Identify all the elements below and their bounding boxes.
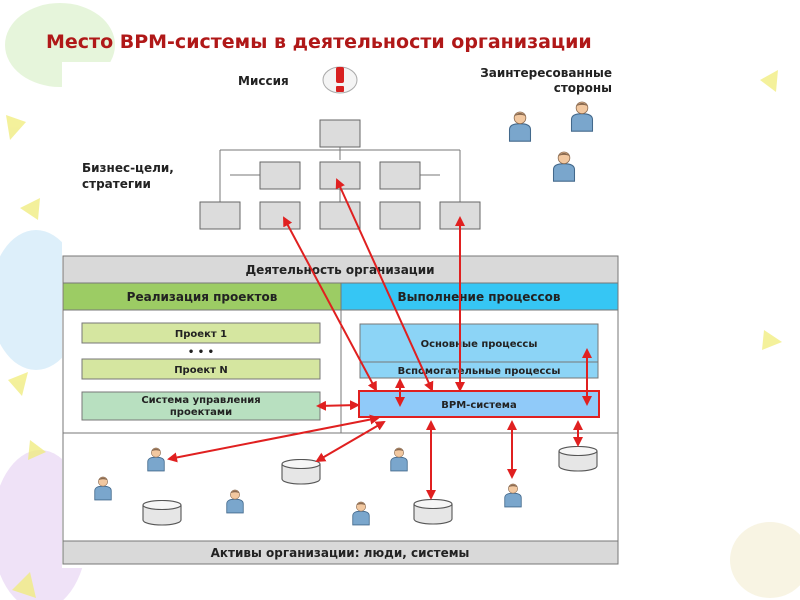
processes-header-label: Выполнение процессов <box>398 290 561 304</box>
project-ellipsis: • • • <box>188 347 214 358</box>
arrow-bpm-asset <box>315 420 386 463</box>
stakeholders-label-line1: Заинтересованные <box>480 66 612 80</box>
pm-system-label-line1: Система управления <box>141 395 260 406</box>
goal-tree-box <box>379 161 421 190</box>
assets-footer <box>62 540 619 565</box>
mission-label: Миссия <box>238 74 289 88</box>
arrow-goal-to-bpm <box>283 216 377 392</box>
exclamation-icon <box>322 66 358 94</box>
activity-header-label: Деятельность организации <box>245 263 434 277</box>
asset-database-icon <box>281 459 321 485</box>
goal-tree-box <box>379 201 421 230</box>
goal-tree-box <box>259 161 301 190</box>
bpm-system-label: ВРМ-система <box>441 400 516 411</box>
red-arrows <box>167 178 592 500</box>
pm-system-label-line2: проектами <box>170 407 232 418</box>
goal-tree-root-box <box>319 119 361 148</box>
goal-tree-box <box>259 201 301 230</box>
stakeholders-label-line2: стороны <box>554 81 612 95</box>
project-n-label: Проект N <box>174 365 228 376</box>
projects-header-label: Реализация проектов <box>127 290 278 304</box>
asset-database-icon <box>558 446 598 472</box>
core-processes-label: Основные процессы <box>421 339 538 350</box>
asset-database-icon <box>413 499 453 525</box>
goals-label-line2: стратегии <box>82 177 151 191</box>
asset-database-icon <box>142 500 182 526</box>
goals-label-line1: Бизнес-цели, <box>82 161 174 175</box>
goal-tree-box <box>199 201 241 230</box>
slide-title: Место ВРМ-системы в деятельности организ… <box>46 31 592 53</box>
support-processes-label: Вспомогательные процессы <box>398 366 561 377</box>
arrow-pm-bpm <box>316 400 360 411</box>
project-1-label: Проект 1 <box>175 329 227 340</box>
assets-footer-label: Активы организации: люди, системы <box>211 546 470 560</box>
arrow-goal-to-bpm <box>335 178 434 392</box>
